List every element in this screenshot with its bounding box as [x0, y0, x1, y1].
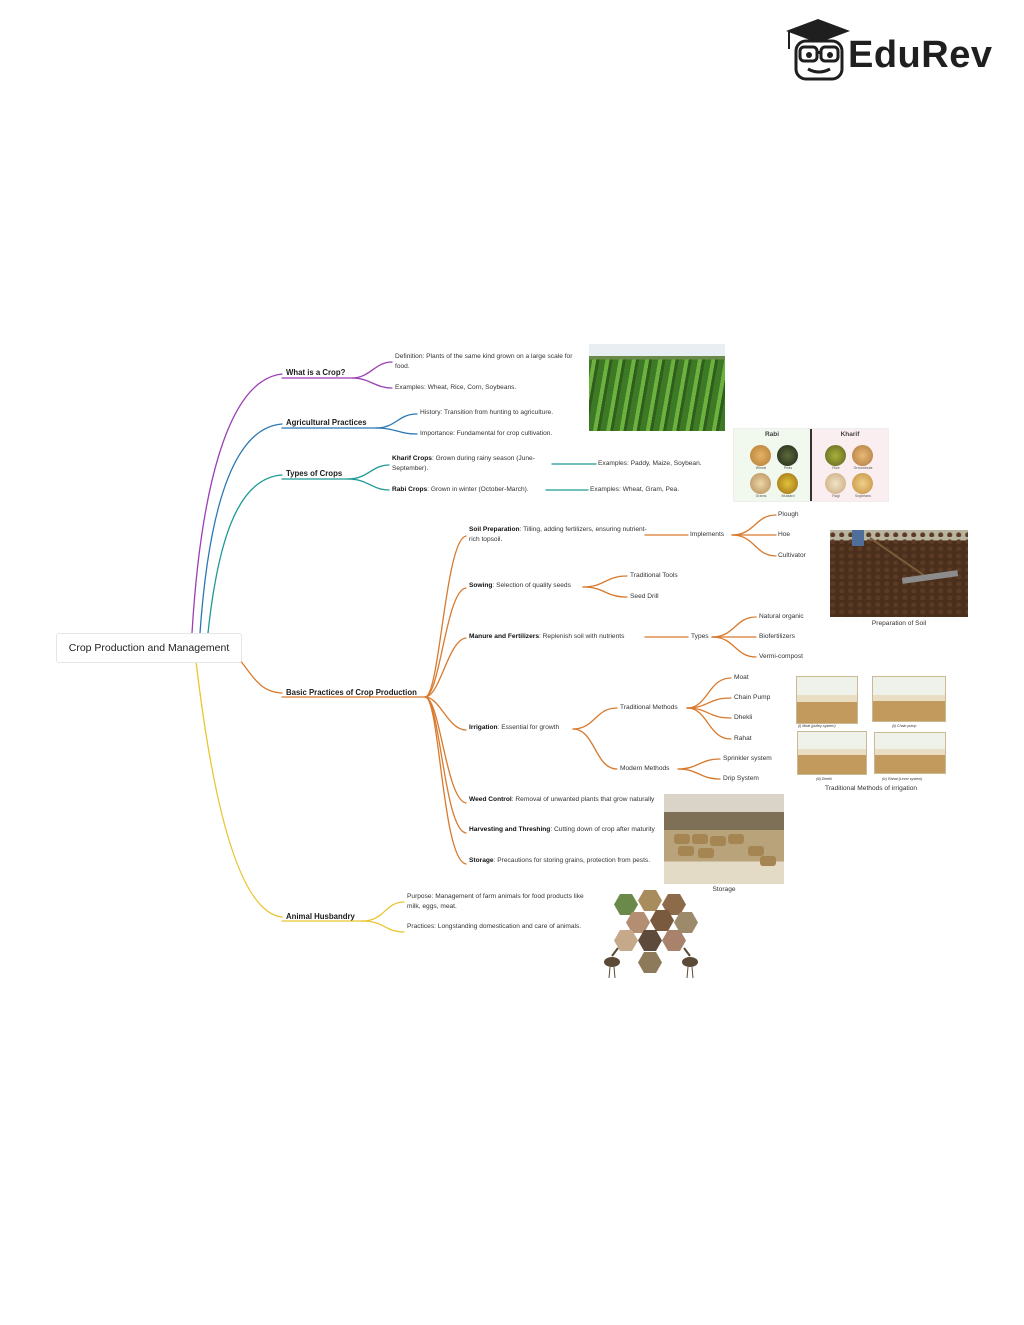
branch-what-is-crop: What is a Crop?	[286, 368, 346, 377]
kharif-examples: Examples: Paddy, Maize, Soybean.	[598, 460, 702, 467]
implement-plough: Plough	[778, 511, 799, 518]
rabi-item: Wheat	[755, 466, 767, 470]
chain-pump-caption: (ii) Chain pump	[892, 724, 917, 728]
type-vermi-compost: Vermi-compost	[759, 653, 803, 660]
brand-name: EduRev	[848, 34, 993, 76]
rabi-examples: Examples: Wheat, Gram, Pea.	[590, 486, 680, 493]
graduation-cap-icon	[786, 19, 850, 81]
agri-importance: Importance: Fundamental for crop cultiva…	[420, 430, 553, 437]
rabi-title: Rabi	[764, 431, 780, 438]
method-rahat: Rahat	[734, 735, 752, 742]
sowing-seed-drill: Seed Drill	[630, 593, 659, 600]
types-node: Types	[691, 633, 709, 640]
moat-caption: (i) Moat (pulley-system)	[798, 724, 836, 728]
branch-animal-husbandry: Animal Husbandry	[286, 912, 355, 921]
chain-pump-image	[872, 676, 946, 722]
type-natural-organic: Natural organic	[759, 613, 804, 620]
storage-caption: Storage	[712, 886, 736, 893]
harvesting-threshing: Harvesting and Threshing: Cutting down o…	[469, 826, 655, 833]
root-node: Crop Production and Management	[56, 633, 242, 663]
traditional-methods: Traditional Methods	[620, 704, 678, 711]
soil-preparation-image	[830, 530, 968, 617]
kharif-item: Groundnuts	[853, 466, 873, 470]
crop-examples: Examples: Wheat, Rice, Corn, Soybeans.	[395, 384, 517, 391]
branch-basic-practices: Basic Practices of Crop Production	[286, 688, 417, 697]
kharif-title: Kharif	[840, 431, 860, 438]
rahat-caption: (iv) Rahat (Lever system)	[882, 777, 923, 781]
type-biofertilizers: Biofertilizers	[759, 633, 795, 640]
animal-purpose: Purpose: Management of farm animals for …	[407, 893, 584, 910]
dhekli-caption: (iii) Dhekli	[816, 777, 832, 781]
modern-methods: Modern Methods	[620, 765, 670, 772]
branch-types-of-crops: Types of Crops	[286, 469, 343, 478]
sowing: Sowing: Selection of quality seeds	[469, 582, 571, 589]
edge-basic	[239, 659, 283, 694]
method-sprinkler: Sprinkler system	[723, 755, 772, 762]
storage-image	[664, 794, 784, 884]
method-dhekli: Dhekli	[734, 714, 753, 721]
animal-husbandry-image	[600, 888, 704, 982]
rabi-crops: Rabi Crops: Grown in winter (October-Mar…	[392, 486, 529, 493]
irrigation: Irrigation: Essential for growth	[469, 724, 560, 731]
method-chain-pump: Chain Pump	[734, 694, 771, 701]
rabi-item: Mustard	[781, 494, 795, 498]
rabi-kharif-image: Rabi Kharif Wheat Peas Grams Mustard Ric…	[733, 428, 889, 502]
weed-control: Weed Control: Removal of unwanted plants…	[469, 796, 655, 803]
soil-preparation: Soil Preparation: Tilling, adding fertil…	[469, 526, 647, 543]
crop-definition: Definition: Plants of the same kind grow…	[395, 353, 573, 370]
implement-cultivator: Cultivator	[778, 552, 806, 559]
sowing-traditional-tools: Traditional Tools	[630, 572, 678, 579]
kharif-item: Ragi	[832, 494, 840, 498]
edge-what-is-crop	[191, 373, 283, 634]
agri-history: History: Transition from hunting to agri…	[420, 409, 554, 416]
soil-caption: Preparation of Soil	[871, 620, 927, 627]
dhekli-image	[797, 731, 867, 775]
method-moat: Moat	[734, 674, 749, 681]
rahat-image	[874, 732, 946, 774]
kharif-item: Soybeans	[855, 494, 871, 498]
animal-practices: Practices: Longstanding domestication an…	[407, 923, 582, 930]
edge-agri	[199, 423, 283, 634]
manure-fertilizers: Manure and Fertilizers: Replenish soil w…	[469, 633, 625, 640]
storage: Storage: Precautions for storing grains,…	[469, 857, 651, 864]
irrigation-caption: Traditional Methods of irrigation	[824, 785, 918, 792]
kharif-crops: Kharif Crops: Grown during rainy season …	[392, 455, 535, 472]
implements-node: Implements	[690, 531, 725, 538]
edurev-logo: EduRev	[782, 17, 1004, 83]
rabi-item: Peas	[783, 466, 793, 470]
branch-agricultural-practices: Agricultural Practices	[286, 418, 367, 427]
implement-hoe: Hoe	[778, 531, 791, 538]
edge-animal	[195, 660, 283, 918]
method-drip: Drip System	[723, 775, 759, 782]
moat-image	[796, 676, 858, 724]
edge-types	[207, 474, 283, 634]
rabi-item: Grams	[755, 494, 767, 498]
kharif-item: Rice	[832, 466, 840, 470]
crop-field-image	[589, 344, 725, 431]
